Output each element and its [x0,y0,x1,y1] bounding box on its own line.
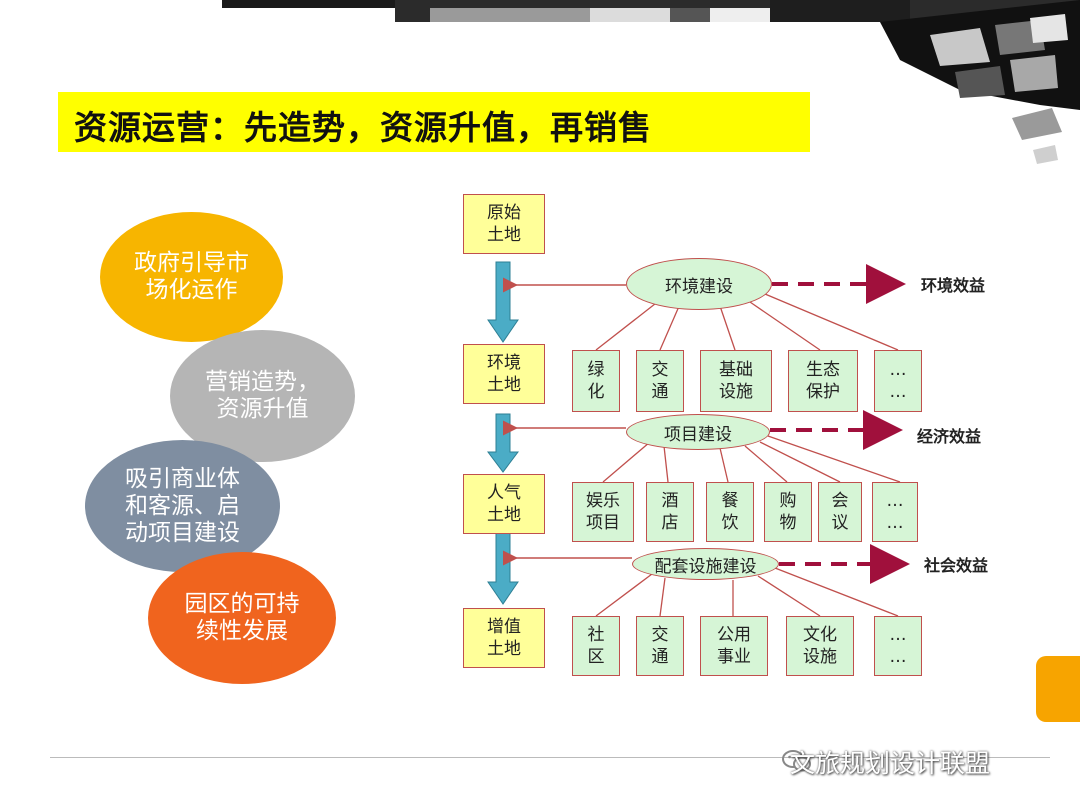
page-title: 资源运营：先造势，资源升值，再销售 [74,108,652,147]
item-traffic: 交 通 [636,350,684,412]
item-public-utilities: 公用 事业 [700,616,768,676]
item-more: … … [872,482,918,542]
item-more: … … [874,350,922,412]
stage-value-added-land: 增值 土地 [463,608,545,668]
item-traffic: 交 通 [636,616,684,676]
circle-government-guidance: 政府引导市 场化运作 [100,212,283,342]
hub-supporting-facilities: 配套设施建设 [632,548,779,580]
circle-sustainable-development: 园区的可持 续性发展 [148,552,336,684]
item-more: … … [874,616,922,676]
side-accent-tab [1036,656,1080,722]
item-hotel: 酒 店 [646,482,694,542]
item-infrastructure: 基础 设施 [700,350,772,412]
benefit-social: 社会效益 [924,556,989,575]
stage-raw-land: 原始 土地 [463,194,545,254]
circle-attract-business: 吸引商业体 和客源、启 动项目建设 [85,440,280,572]
item-entertainment: 娱乐 项目 [572,482,634,542]
title-banner [58,92,810,152]
item-dining: 餐 饮 [706,482,754,542]
footer-divider [50,757,1050,758]
stage-popularity-land: 人气 土地 [463,474,545,534]
hub-project-construction: 项目建设 [626,414,770,450]
circle-marketing: 营销造势， 资源升值 [170,330,355,462]
benefit-economic: 经济效益 [917,427,982,446]
benefit-environmental: 环境效益 [921,276,986,295]
item-ecological-protection: 生态 保护 [788,350,858,412]
wechat-icon [782,750,811,772]
hub-environment-construction: 环境建设 [626,258,772,310]
item-conference: 会 议 [818,482,862,542]
item-cultural-facilities: 文化 设施 [786,616,854,676]
item-shopping: 购 物 [764,482,812,542]
watermark-text: 文旅规划设计联盟 [790,749,991,778]
stage-environment-land: 环境 土地 [463,344,545,404]
item-greening: 绿 化 [572,350,620,412]
item-community: 社 区 [572,616,620,676]
